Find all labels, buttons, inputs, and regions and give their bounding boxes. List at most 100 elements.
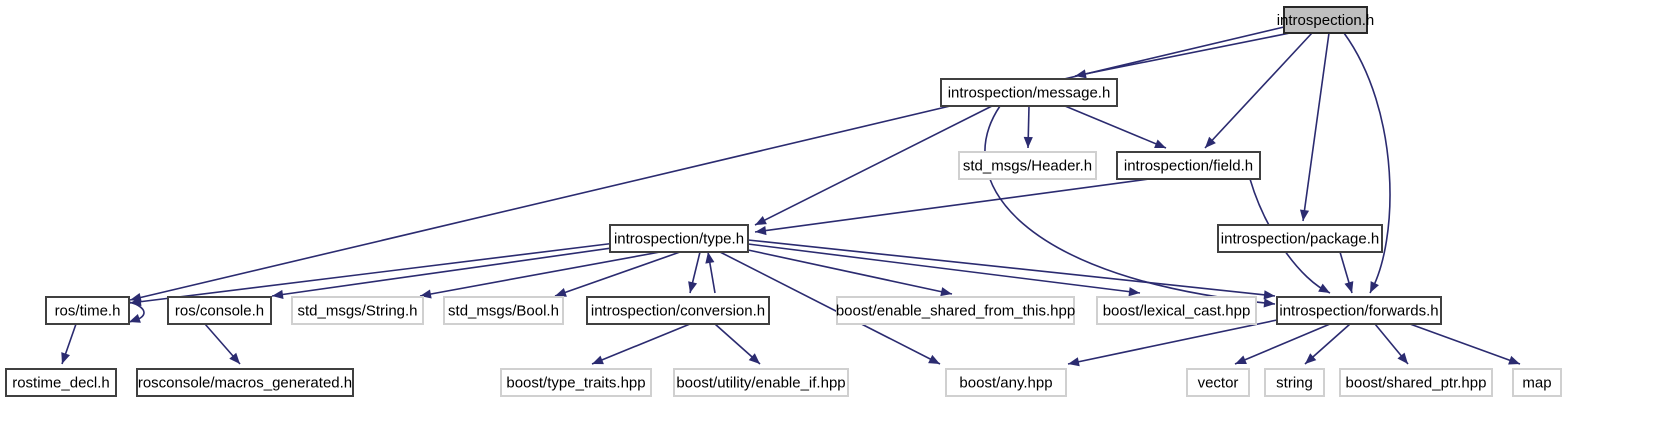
- node-box-map[interactable]: [1512, 368, 1562, 397]
- node-vector[interactable]: vector: [1186, 368, 1250, 397]
- edge-type-to-console: [271, 243, 641, 297]
- node-box-message[interactable]: [940, 78, 1118, 107]
- edge-introspection-to-time: [129, 26, 1285, 301]
- node-label-vector: vector: [1198, 374, 1239, 391]
- node-macros_generated[interactable]: rosconsole/macros_generated.h: [136, 368, 354, 397]
- edge-arrowhead: [1205, 136, 1216, 148]
- edge-type-to-forwards: [747, 239, 1276, 297]
- node-map[interactable]: map: [1512, 368, 1562, 397]
- node-any[interactable]: boost/any.hpp: [945, 368, 1067, 397]
- edge-arrowhead: [129, 314, 141, 323]
- node-forwards[interactable]: introspection/forwards.h: [1276, 296, 1442, 325]
- node-box-any[interactable]: [945, 368, 1067, 397]
- node-box-conversion[interactable]: [586, 296, 770, 325]
- edge-arrowhead: [688, 281, 698, 293]
- edge-arrowhead: [705, 252, 715, 264]
- edge-arrowhead: [1344, 281, 1354, 293]
- edge-arrowhead: [61, 352, 70, 364]
- node-label-map: map: [1522, 374, 1551, 391]
- edge-message-to-forwards: [984, 105, 1276, 305]
- node-box-enable_shared[interactable]: [836, 296, 1075, 325]
- node-label-package: introspection/package.h: [1221, 230, 1379, 247]
- node-header[interactable]: std_msgs/Header.h: [958, 151, 1097, 180]
- node-label-type_traits: boost/type_traits.hpp: [506, 374, 645, 391]
- edge-arrowhead: [1263, 290, 1275, 300]
- node-label-introspection: introspection.h: [1277, 12, 1375, 29]
- node-box-rostime_decl[interactable]: [5, 368, 117, 397]
- node-field[interactable]: introspection/field.h: [1116, 151, 1261, 180]
- node-lexical_cast[interactable]: boost/lexical_cast.hpp: [1096, 296, 1257, 325]
- edge-introspection-to-package: [1302, 32, 1330, 222]
- edge-arrowhead: [592, 355, 604, 365]
- node-box-type_traits[interactable]: [500, 368, 652, 397]
- node-box-header[interactable]: [958, 151, 1097, 180]
- edge-type-to-time: [129, 239, 641, 304]
- edge-arrowhead: [928, 354, 940, 364]
- node-box-string[interactable]: [1264, 368, 1325, 397]
- node-introspection[interactable]: introspection.h: [1277, 6, 1375, 34]
- node-enable_if[interactable]: boost/utility/enable_if.hpp: [673, 368, 849, 397]
- edge-arrowhead: [1370, 281, 1379, 293]
- node-label-lexical_cast: boost/lexical_cast.hpp: [1103, 302, 1251, 319]
- node-layer: introspection.h introspection/message.h st…: [5, 6, 1562, 397]
- edge-arrowhead: [272, 289, 284, 300]
- node-rostime_decl[interactable]: rostime_decl.h: [5, 368, 117, 397]
- edge-introspection-to-field: [1204, 32, 1313, 149]
- node-label-header: std_msgs/Header.h: [963, 157, 1092, 174]
- node-message[interactable]: introspection/message.h: [940, 78, 1118, 107]
- node-time[interactable]: ros/time.h: [45, 296, 130, 325]
- edge-arrowhead: [1299, 209, 1310, 221]
- node-box-console[interactable]: [167, 296, 272, 325]
- node-box-time[interactable]: [45, 296, 130, 325]
- edge-arrowhead: [229, 352, 240, 364]
- edge-layer: [61, 26, 1521, 367]
- edge-message-to-field: [1064, 105, 1167, 149]
- edge-arrowhead: [1128, 287, 1140, 297]
- node-box-introspection[interactable]: [1283, 6, 1368, 34]
- node-box-bool_msg[interactable]: [443, 296, 564, 325]
- node-box-forwards[interactable]: [1276, 296, 1442, 325]
- edge-message-to-type: [754, 105, 993, 226]
- node-string_msg[interactable]: std_msgs/String.h: [291, 296, 424, 325]
- node-type[interactable]: introspection/type.h: [609, 224, 749, 253]
- node-type_traits[interactable]: boost/type_traits.hpp: [500, 368, 652, 397]
- node-conversion[interactable]: introspection/conversion.h: [586, 296, 770, 325]
- node-label-message: introspection/message.h: [948, 84, 1111, 101]
- node-box-macros_generated[interactable]: [136, 368, 354, 397]
- node-label-string_msg: std_msgs/String.h: [297, 302, 417, 319]
- node-label-enable_if: boost/utility/enable_if.hpp: [676, 374, 845, 391]
- node-box-type[interactable]: [609, 224, 749, 253]
- node-box-vector[interactable]: [1186, 368, 1250, 397]
- node-label-any: boost/any.hpp: [959, 374, 1052, 391]
- edge-type-to-string_msg: [419, 251, 661, 297]
- node-box-lexical_cast[interactable]: [1096, 296, 1257, 325]
- node-box-string_msg[interactable]: [291, 296, 424, 325]
- node-box-shared_ptr[interactable]: [1339, 368, 1493, 397]
- node-box-field[interactable]: [1116, 151, 1261, 180]
- edge-type-to-enable_shared: [747, 249, 953, 295]
- edge-arrowhead: [755, 225, 767, 236]
- edge-arrowhead: [1318, 283, 1330, 293]
- edge-arrowhead: [555, 288, 567, 297]
- node-bool_msg[interactable]: std_msgs/Bool.h: [443, 296, 564, 325]
- node-package[interactable]: introspection/package.h: [1217, 224, 1383, 253]
- edge-arrowhead: [1023, 136, 1033, 148]
- edge-arrowhead: [1263, 298, 1275, 308]
- node-box-package[interactable]: [1217, 224, 1383, 253]
- node-label-conversion: introspection/conversion.h: [591, 302, 765, 319]
- node-label-console: ros/console.h: [175, 302, 264, 319]
- edge-arrowhead: [1397, 352, 1408, 364]
- node-shared_ptr[interactable]: boost/shared_ptr.hpp: [1339, 368, 1493, 397]
- node-box-enable_if[interactable]: [673, 368, 849, 397]
- node-label-string: string: [1276, 374, 1313, 391]
- edge-arrowhead: [1154, 139, 1166, 149]
- edge-arrowhead: [1305, 353, 1317, 364]
- node-console[interactable]: ros/console.h: [167, 296, 272, 325]
- edge-arrowhead: [748, 353, 760, 364]
- node-label-time: ros/time.h: [55, 302, 121, 319]
- node-enable_shared[interactable]: boost/enable_shared_from_this.hpp: [836, 296, 1075, 325]
- node-string[interactable]: string: [1264, 368, 1325, 397]
- node-label-rostime_decl: rostime_decl.h: [12, 374, 110, 391]
